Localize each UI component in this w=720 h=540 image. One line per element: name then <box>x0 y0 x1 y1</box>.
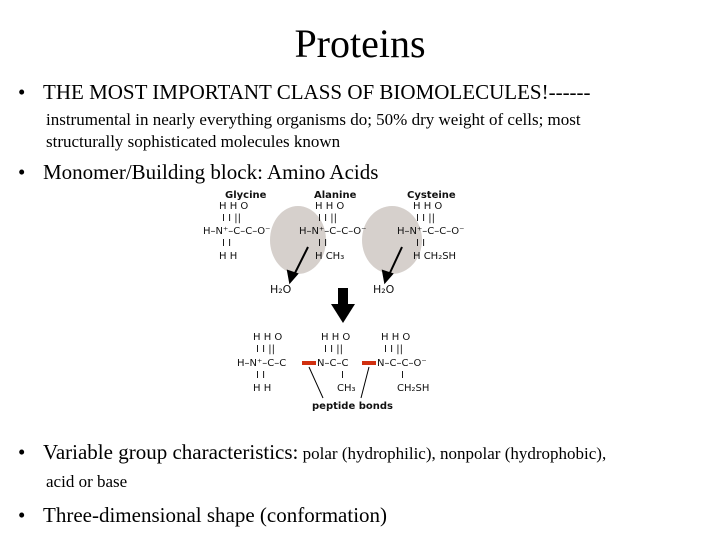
svg-text:H–N⁺–C–C–O⁻: H–N⁺–C–C–O⁻ <box>397 226 464 237</box>
svg-text:H–N⁺–C–C: H–N⁺–C–C <box>237 358 286 369</box>
bullet-importance: • THE MOST IMPORTANT CLASS OF BIOMOLECULE… <box>18 80 591 104</box>
bullet-text-small: polar (hydrophilic), nonpolar (hydrophob… <box>298 444 607 463</box>
svg-text:H H O: H H O <box>381 332 410 343</box>
slide-title: Proteins <box>294 21 426 66</box>
water-label-right: H₂O <box>373 283 395 296</box>
svg-text:CH₃: CH₃ <box>337 383 356 394</box>
svg-text:I: I <box>401 370 404 381</box>
bond-pointer-right <box>360 366 370 399</box>
tripeptide-structure: H H O I I || H–N⁺–C–C I I H H H H O I I … <box>237 332 429 394</box>
bullet-monomer: • Monomer/Building block: Amino Acids <box>18 160 378 184</box>
highlight-blob <box>270 206 326 274</box>
svg-text:I I ||: I I || <box>318 213 337 224</box>
peptide-bonds-label: peptide bonds <box>312 401 393 412</box>
svg-text:H CH₃: H CH₃ <box>315 251 344 262</box>
svg-text:I I ||: I I || <box>416 213 435 224</box>
water-arrow-right <box>387 246 403 278</box>
bullet-text: Three-dimensional shape (conformation) <box>43 503 388 527</box>
reaction-arrow <box>331 288 355 323</box>
peptide-bond-marks <box>302 361 376 365</box>
svg-text:I I: I I <box>318 238 327 249</box>
svg-text:I I ||: I I || <box>384 344 403 355</box>
bullet-variable-group: • Variable group characteristics: polar (… <box>18 440 606 464</box>
svg-text:I I: I I <box>222 238 231 249</box>
svg-text:I I: I I <box>416 238 425 249</box>
svg-text:H H O: H H O <box>253 332 282 343</box>
glycine-label: Glycine <box>225 190 267 201</box>
svg-text:CH₂SH: CH₂SH <box>397 383 429 394</box>
bullet-conformation: • Three-dimensional shape (conformation) <box>18 503 387 527</box>
svg-text:N–C–C: N–C–C <box>317 358 348 369</box>
svg-text:I I ||: I I || <box>324 344 343 355</box>
side-chain-highlights <box>270 206 422 274</box>
bullet-glyph: • <box>18 440 26 464</box>
bullet-glyph: • <box>18 503 26 527</box>
svg-text:I I ||: I I || <box>222 213 241 224</box>
bullet-importance-detail-line2: structurally sophisticated molecules kno… <box>46 132 341 151</box>
water-arrow-left <box>292 246 309 278</box>
arrow-head <box>381 269 394 285</box>
svg-text:H H O: H H O <box>219 201 248 212</box>
svg-text:H H O: H H O <box>315 201 344 212</box>
svg-text:I: I <box>341 370 344 381</box>
svg-text:H H: H H <box>253 383 271 394</box>
svg-text:H–N⁺–C–C–O⁻: H–N⁺–C–C–O⁻ <box>299 226 366 237</box>
bullet-glyph: • <box>18 80 26 104</box>
peptide-bond-diagram: Glycine Alanine Cysteine H H O I I || H–… <box>203 190 464 412</box>
svg-text:H CH₂SH: H CH₂SH <box>413 251 456 262</box>
alanine-label: Alanine <box>314 190 357 201</box>
cysteine-label: Cysteine <box>407 190 456 201</box>
peptide-bond-2 <box>362 361 376 365</box>
svg-text:H–N⁺–C–C–O⁻: H–N⁺–C–C–O⁻ <box>203 226 270 237</box>
highlight-blob <box>362 206 422 274</box>
svg-text:I I: I I <box>256 370 265 381</box>
bullet-glyph: • <box>18 160 26 184</box>
arrow-head <box>286 269 299 285</box>
water-label-left: H₂O <box>270 283 292 296</box>
svg-text:H H: H H <box>219 251 237 262</box>
svg-text:H H O: H H O <box>321 332 350 343</box>
peptide-bond-1 <box>302 361 316 365</box>
bullet-variable-group-detail: acid or base <box>46 472 128 491</box>
bullet-text: THE MOST IMPORTANT CLASS OF BIOMOLECULES… <box>43 80 591 104</box>
svg-text:I I ||: I I || <box>256 344 275 355</box>
svg-text:N–C–C–O⁻: N–C–C–O⁻ <box>377 358 427 369</box>
reactant-structures: H H O I I || H–N⁺–C–C–O⁻ I I H H H H O I… <box>203 201 464 262</box>
bullet-text: Variable group characteristics: <box>43 440 299 464</box>
bond-pointer-left <box>308 366 324 399</box>
bullet-importance-detail-line1: instrumental in nearly everything organi… <box>46 110 581 129</box>
bullet-text: Monomer/Building block: Amino Acids <box>43 160 379 184</box>
svg-text:H H O: H H O <box>413 201 442 212</box>
